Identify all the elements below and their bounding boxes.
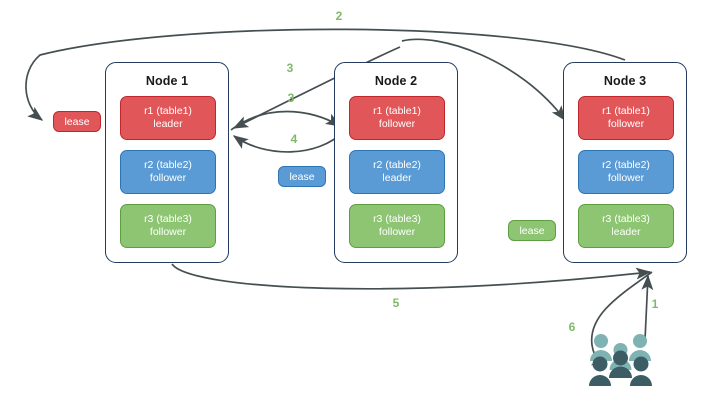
- replica-name: r2 (table2): [373, 158, 421, 171]
- replica-role: follower: [378, 226, 416, 238]
- replica-r1-node3[interactable]: r1 (table1) follower: [578, 96, 674, 140]
- step-label-5: 5: [392, 296, 400, 310]
- node-title: Node 1: [145, 74, 189, 88]
- replica-r2-node2[interactable]: r2 (table2) leader: [349, 150, 445, 194]
- replica-role: leader: [611, 226, 641, 238]
- replica-r1-node1[interactable]: r1 (table1) leader: [120, 96, 216, 140]
- replica-r3-node1[interactable]: r3 (table3) follower: [120, 204, 216, 248]
- step-label-2: 2: [335, 9, 343, 23]
- replica-role: leader: [153, 118, 183, 130]
- replica-r2-node3[interactable]: r2 (table2) follower: [578, 150, 674, 194]
- replica-name: r3 (table3): [373, 212, 421, 225]
- node-title: Node 3: [603, 74, 647, 88]
- node-box-1[interactable]: Node 1 r1 (table1) leader r2 (table2) fo…: [105, 62, 229, 263]
- replica-role: follower: [378, 118, 416, 130]
- step-label-1: 1: [651, 297, 659, 311]
- replica-role: follower: [607, 172, 645, 184]
- node-box-2[interactable]: Node 2 r1 (table1) follower r2 (table2) …: [334, 62, 458, 263]
- replica-name: r1 (table1): [373, 104, 421, 117]
- lease-chip-r1[interactable]: lease: [53, 111, 101, 132]
- replica-role: follower: [149, 226, 187, 238]
- replica-name: r3 (table3): [144, 212, 192, 225]
- replica-name: r1 (table1): [144, 104, 192, 117]
- replica-r3-node2[interactable]: r3 (table3) follower: [349, 204, 445, 248]
- replica-r2-node1[interactable]: r2 (table2) follower: [120, 150, 216, 194]
- node-title: Node 2: [374, 74, 418, 88]
- replica-name: r3 (table3): [602, 212, 650, 225]
- step-label-3-upper: 3: [286, 61, 294, 75]
- node-box-3[interactable]: Node 3 r1 (table1) follower r2 (table2) …: [563, 62, 687, 263]
- replica-name: r2 (table2): [144, 158, 192, 171]
- replica-r1-node2[interactable]: r1 (table1) follower: [349, 96, 445, 140]
- step-label-6: 6: [568, 320, 576, 334]
- arrow-step-3-lower: [230, 110, 342, 131]
- replica-role: follower: [149, 172, 187, 184]
- replica-role: leader: [382, 172, 412, 184]
- users-icon: [589, 334, 652, 386]
- arrow-step-5: [171, 263, 652, 290]
- replica-r3-node3[interactable]: r3 (table3) leader: [578, 204, 674, 248]
- step-label-4: 4: [290, 132, 298, 146]
- replica-role: follower: [607, 118, 645, 130]
- lease-chip-r2[interactable]: lease: [278, 166, 326, 187]
- lease-chip-r3[interactable]: lease: [508, 220, 556, 241]
- replica-name: r1 (table1): [602, 104, 650, 117]
- step-label-3-lower: 3: [287, 91, 295, 105]
- replica-name: r2 (table2): [602, 158, 650, 171]
